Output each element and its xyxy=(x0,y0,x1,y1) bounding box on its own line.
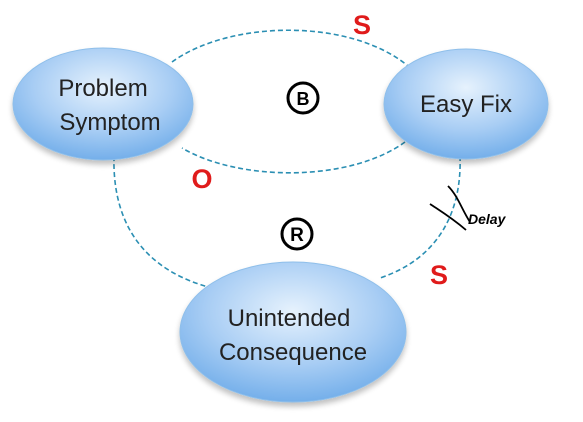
delay-label: Delay xyxy=(468,211,507,227)
loop-letter-balancing: B xyxy=(297,89,310,109)
polarity-fix-to-consequence: S xyxy=(430,260,448,290)
link-symptom-to-consequence xyxy=(113,155,213,289)
node-easy-fix: Easy Fix xyxy=(383,48,549,160)
node-problem-symptom: Problem Symptom xyxy=(12,47,194,161)
svg-text:Problem: Problem xyxy=(58,75,147,102)
node-easy-fix-label: Easy Fix xyxy=(420,91,512,118)
link-fix-to-consequence xyxy=(379,155,461,279)
loop-marker-reinforcing: R xyxy=(280,217,314,251)
svg-text:Unintended: Unintended xyxy=(228,305,351,332)
node-unintended-consequence: Unintended Consequence xyxy=(179,261,407,403)
link-symptom-to-fix xyxy=(171,29,409,67)
polarity-fix-to-symptom: O xyxy=(191,164,212,194)
node-problem-symptom-line1: Problem xyxy=(58,75,147,102)
link-fix-to-symptom xyxy=(181,141,406,174)
node-unintended-consequence-line2: Consequence xyxy=(219,339,367,366)
node-unintended-consequence-line1: Unintended xyxy=(228,305,351,332)
loop-marker-balancing: B xyxy=(286,81,320,115)
polarity-symptom-to-fix: S xyxy=(353,10,371,40)
svg-text:Symptom: Symptom xyxy=(59,109,160,136)
svg-text:Consequence: Consequence xyxy=(219,339,367,366)
node-problem-symptom-line2: Symptom xyxy=(59,109,160,136)
loop-letter-reinforcing: R xyxy=(290,225,304,246)
delay-marker: Delay xyxy=(429,185,507,231)
